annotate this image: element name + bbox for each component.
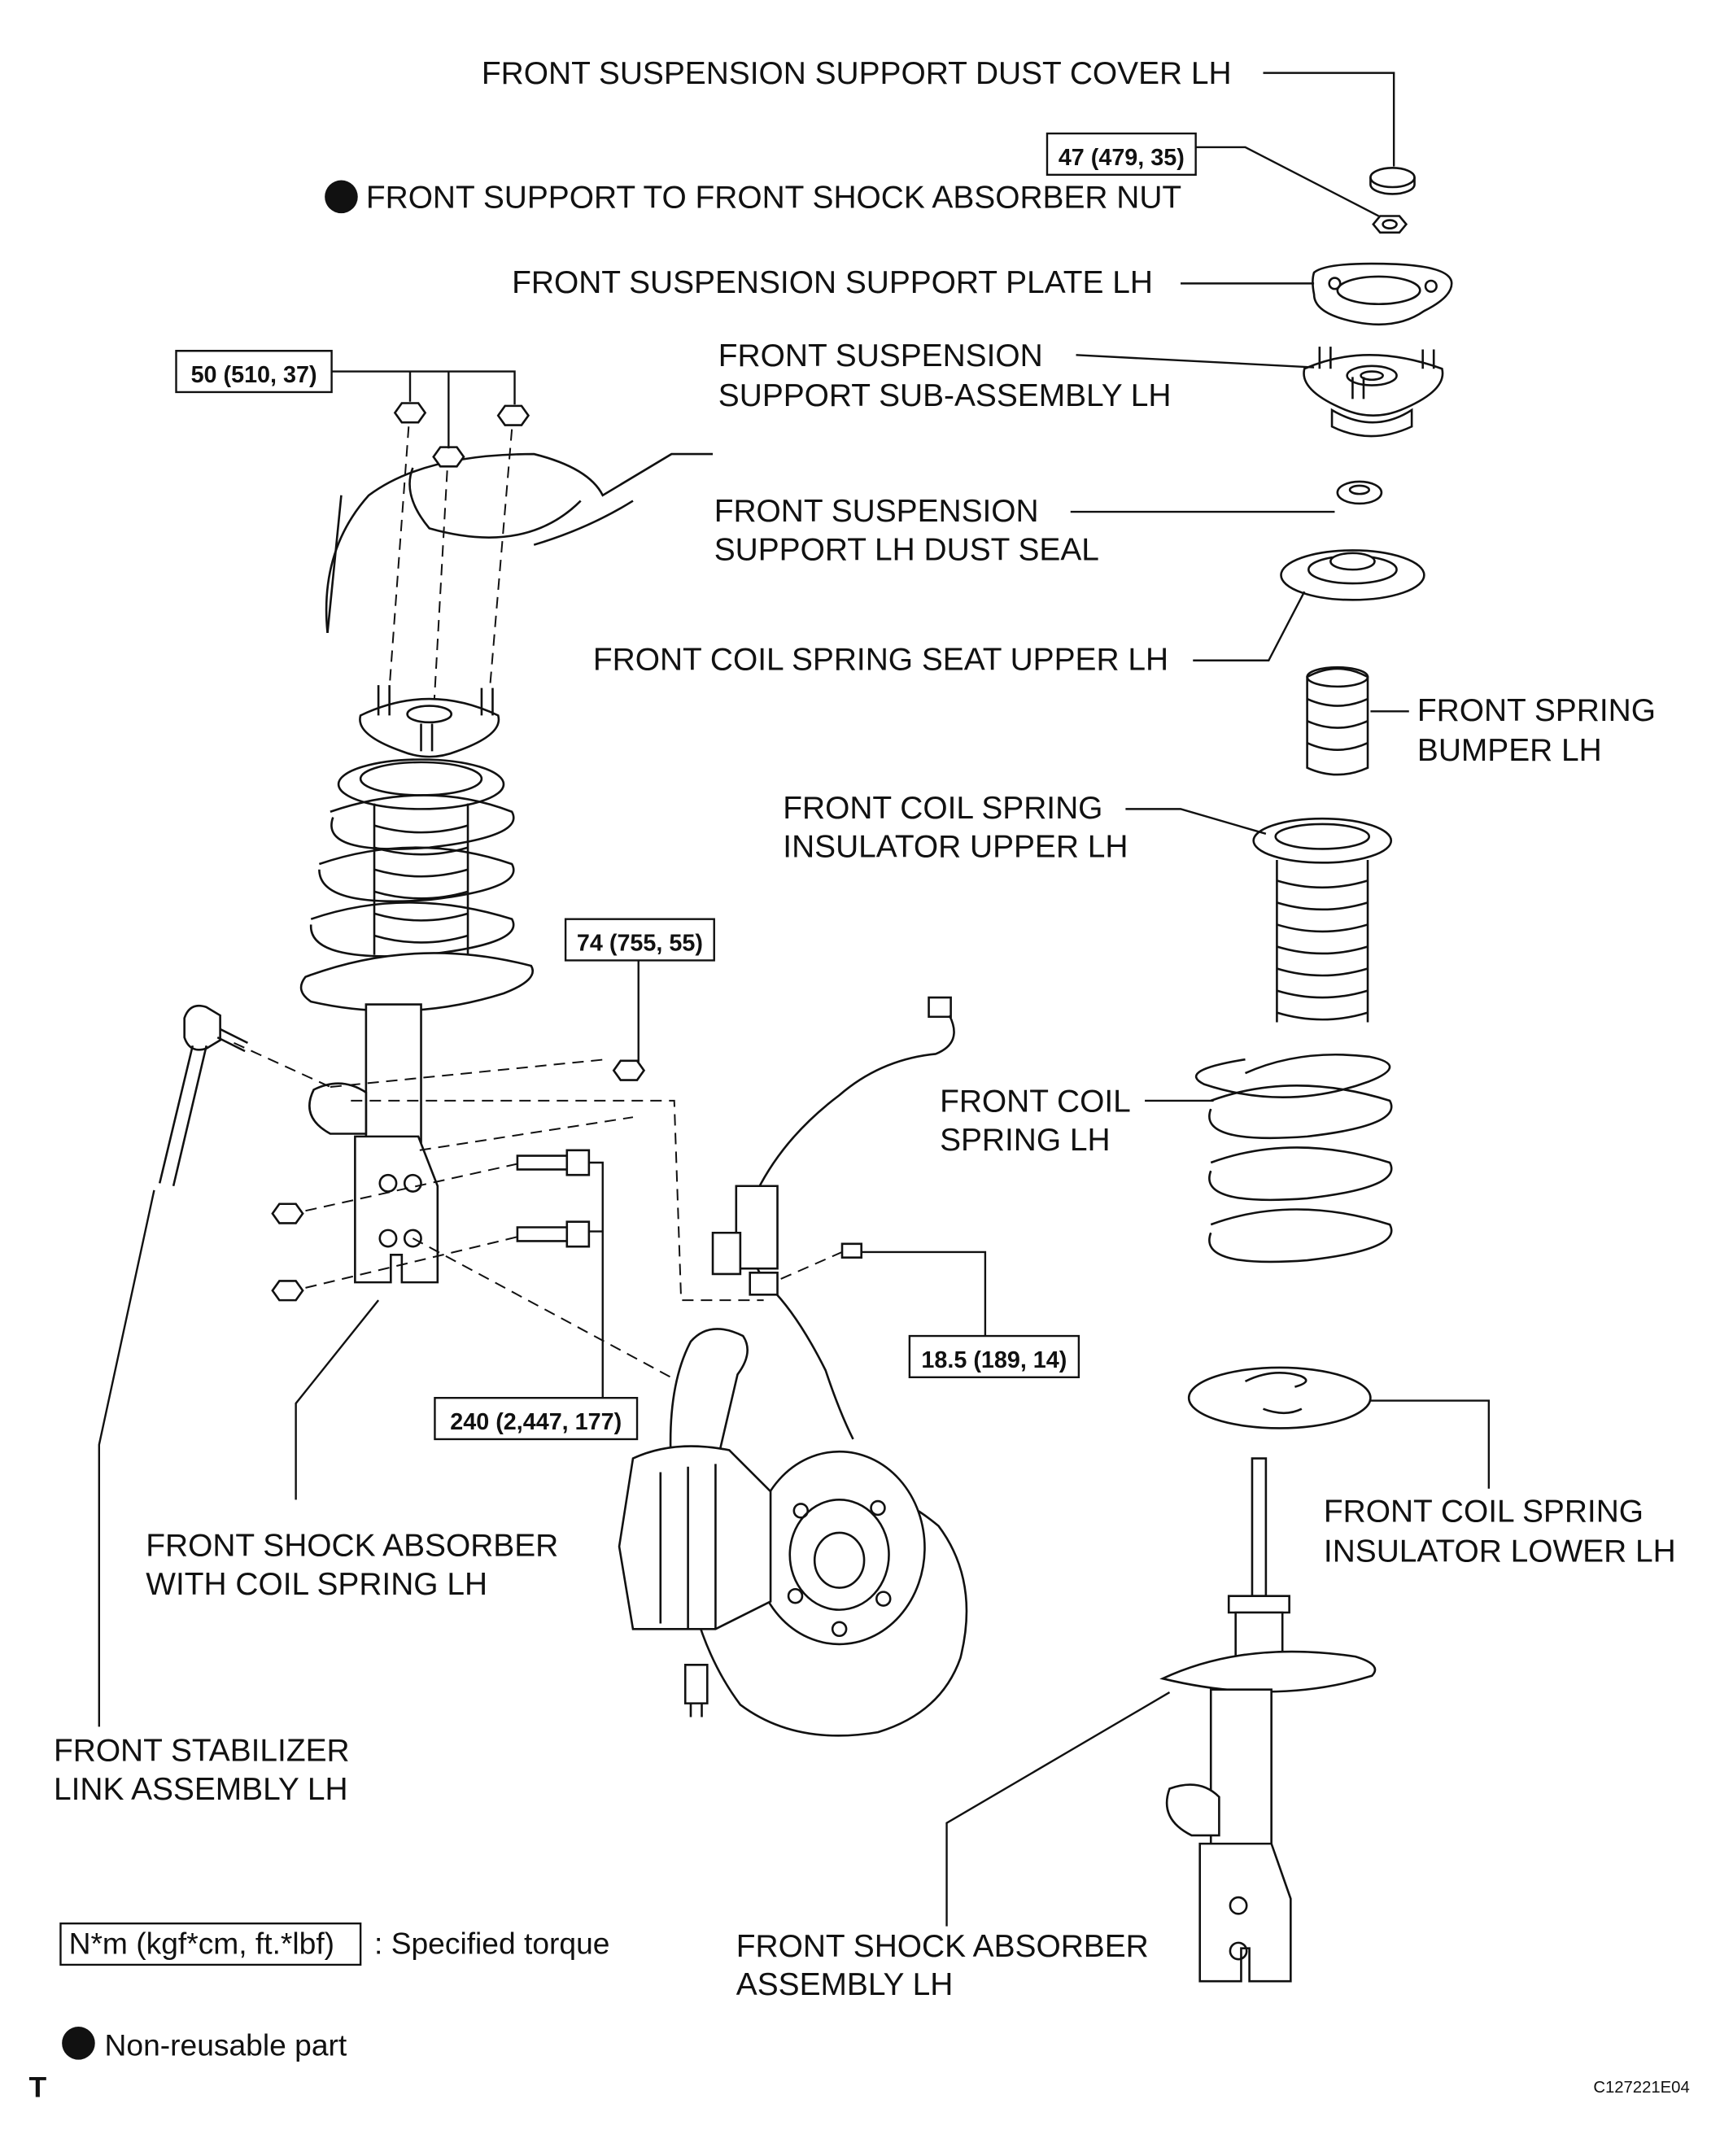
abs-sensor-part <box>713 997 954 1439</box>
shock-nut-part <box>1373 216 1407 233</box>
label-seat-upper: FRONT COIL SPRING SEAT UPPER LH <box>593 643 1168 678</box>
body-panel-part <box>326 454 713 633</box>
label-support-sub-line2: SUPPORT SUB-ASSEMBLY LH <box>718 378 1172 413</box>
mount-dashed-lines <box>390 426 513 715</box>
stabilizer-link-part <box>159 1006 247 1186</box>
label-insulator-upper-line2: INSULATOR UPPER LH <box>783 830 1128 865</box>
spring-bumper-part <box>1307 667 1368 775</box>
torque-18-5-label: 18.5 (189, 14) <box>921 1347 1067 1373</box>
spring-seat-upper-part <box>1281 550 1424 600</box>
legend-nonreusable-marker <box>62 2027 95 2060</box>
torque-18-5-box: 18.5 (189, 14) <box>910 1336 1079 1377</box>
label-dust-seal-line1: FRONT SUSPENSION <box>714 494 1039 529</box>
torque-74-box: 74 (755, 55) <box>565 919 714 961</box>
knuckle-bolts-part <box>517 1150 862 1258</box>
label-shock-coil-line2: WITH COIL SPRING LH <box>146 1567 487 1602</box>
label-coil-spring-line1: FRONT COIL <box>940 1084 1131 1119</box>
torque-74-label: 74 (755, 55) <box>577 931 703 957</box>
support-subassembly-part <box>1304 347 1443 436</box>
label-support-sub-line1: FRONT SUSPENSION <box>718 338 1043 373</box>
torque-240-box: 240 (2,447, 177) <box>434 1398 637 1439</box>
figure-code: C127221E04 <box>1593 2079 1689 2097</box>
part-labels: FRONT SUSPENSION SUPPORT DUST COVER LH F… <box>54 56 1676 2002</box>
label-shock-coil-line1: FRONT SHOCK ABSORBER <box>146 1529 558 1564</box>
label-stabilizer-line2: LINK ASSEMBLY LH <box>54 1772 348 1807</box>
label-nut: FRONT SUPPORT TO FRONT SHOCK ABSORBER NU… <box>366 180 1181 215</box>
legend: N*m (kgf*cm, ft.*lbf) : Specified torque… <box>60 1923 609 2062</box>
label-bumper-line2: BUMPER LH <box>1417 733 1602 768</box>
label-insulator-lower-line2: INSULATOR LOWER LH <box>1324 1534 1676 1569</box>
label-dust-cover: FRONT SUSPENSION SUPPORT DUST COVER LH <box>482 56 1232 91</box>
legend-nonreusable-text: Non-reusable part <box>105 2028 347 2062</box>
label-shock-assy-line2: ASSEMBLY LH <box>736 1967 954 2002</box>
assembly-dashed-lines <box>234 1043 842 1383</box>
torque-47-box: 47 (479, 35) <box>1047 133 1196 175</box>
legend-torque-text: : Specified torque <box>374 1926 609 1960</box>
dust-seal-part <box>1338 482 1382 504</box>
label-dust-seal-line2: SUPPORT LH DUST SEAL <box>714 532 1099 567</box>
legend-torque-unit: N*m (kgf*cm, ft.*lbf) <box>69 1926 334 1960</box>
torque-47-label: 47 (479, 35) <box>1059 145 1185 171</box>
label-bumper-line1: FRONT SPRING <box>1417 693 1656 728</box>
dust-cover-part <box>1370 168 1414 194</box>
shock-absorber-assembly-part <box>1163 1459 1375 1982</box>
knuckle-nuts-part <box>273 1061 644 1300</box>
torque-50-label: 50 (510, 37) <box>191 362 317 388</box>
knuckle-hub-part <box>619 1329 967 1735</box>
label-insulator-upper-line1: FRONT COIL SPRING <box>783 791 1102 826</box>
coil-spring-part <box>1196 1054 1391 1262</box>
insulator-lower-part <box>1189 1368 1370 1428</box>
label-stabilizer-line1: FRONT STABILIZER <box>54 1734 350 1769</box>
torque-240-label: 240 (2,447, 177) <box>450 1409 622 1435</box>
label-coil-spring-line2: SPRING LH <box>940 1123 1111 1158</box>
nonreusable-marker <box>325 180 358 214</box>
mount-nuts-part <box>395 404 528 467</box>
legend-torque-box <box>60 1923 360 1965</box>
label-support-plate: FRONT SUSPENSION SUPPORT PLATE LH <box>512 265 1153 300</box>
support-plate-part <box>1312 264 1452 325</box>
corner-mark: T <box>29 2071 47 2103</box>
label-shock-assy-line1: FRONT SHOCK ABSORBER <box>736 1929 1149 1964</box>
shock-with-coil-part <box>301 685 533 1282</box>
insulator-upper-part <box>1254 818 1391 1022</box>
label-insulator-lower-line1: FRONT COIL SPRING <box>1324 1494 1644 1529</box>
torque-50-box: 50 (510, 37) <box>177 351 332 392</box>
